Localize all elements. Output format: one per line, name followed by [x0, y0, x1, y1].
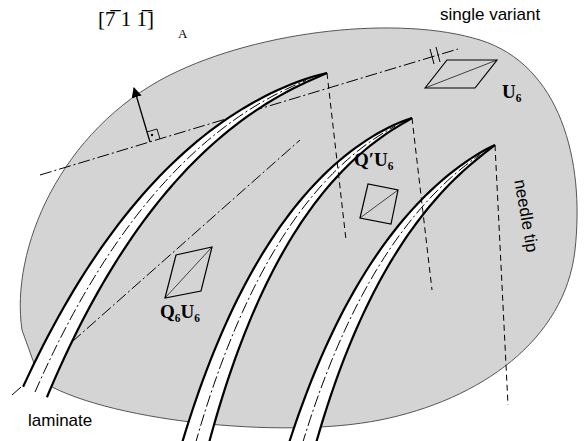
right-angle-mark — [147, 129, 160, 139]
direction-subscript: A — [178, 27, 187, 41]
lattice-cell — [165, 60, 497, 298]
needle-tip-line — [327, 73, 508, 405]
needle-band — [290, 145, 495, 441]
needle-midline — [302, 155, 480, 441]
needle-midline — [35, 81, 306, 392]
needle-edge — [290, 145, 495, 441]
needle-laminate — [23, 73, 495, 441]
normal-arrow — [134, 88, 150, 142]
laminate-label: laminate — [28, 412, 92, 431]
direction-label: [7̅ 1 1̅] — [98, 8, 154, 31]
variant-label: U₆ — [502, 82, 521, 103]
region-label: single variant — [440, 6, 540, 25]
needle-edge — [314, 145, 495, 441]
variant-label: Q₆U₆ — [160, 302, 200, 323]
variant-label: Q′U₆ — [354, 150, 394, 171]
right-angle-dot — [151, 134, 153, 136]
